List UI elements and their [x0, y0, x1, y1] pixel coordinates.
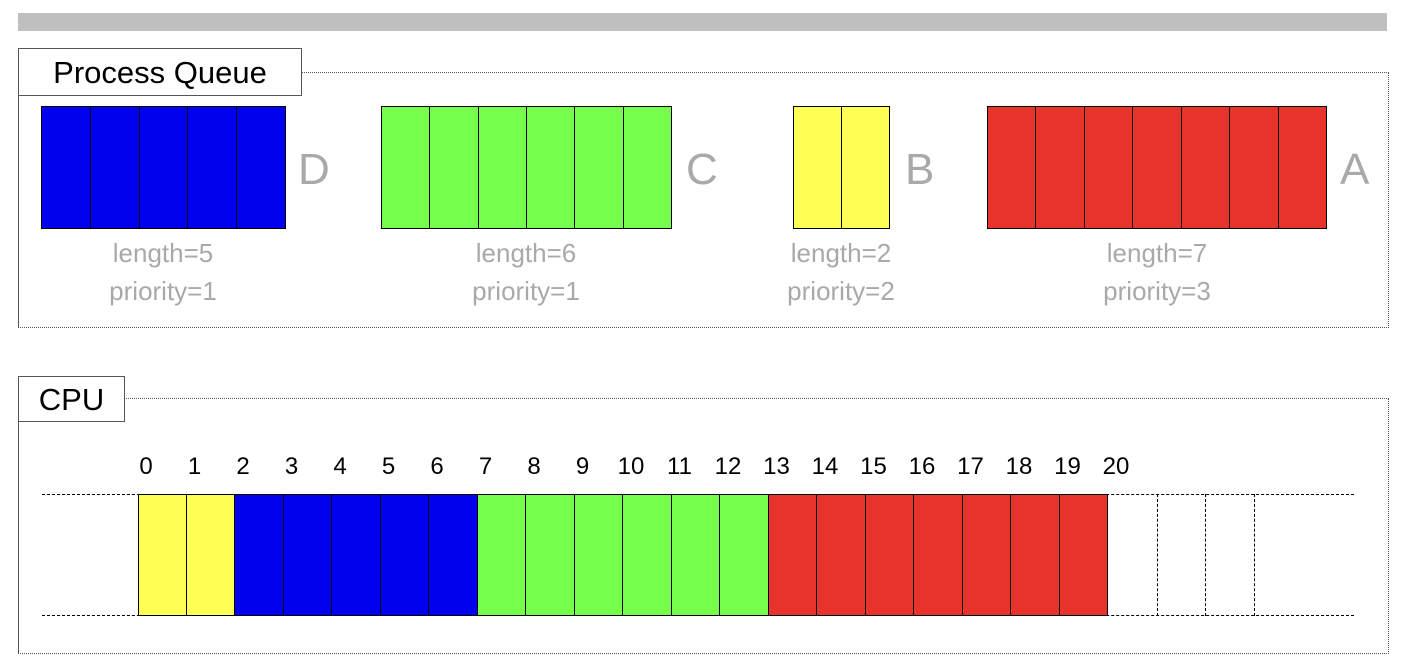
time-slot-c	[623, 494, 672, 616]
time-slot-b	[138, 494, 187, 616]
cpu-title: CPU	[18, 376, 125, 422]
process-a-unit	[1278, 107, 1326, 228]
time-tick-label: 8	[527, 453, 541, 480]
time-slot-a	[914, 494, 963, 616]
time-slot-d	[283, 494, 332, 616]
time-tick-label: 12	[714, 453, 742, 480]
time-slot-a	[865, 494, 914, 616]
process-a-letter: A	[1340, 145, 1370, 194]
empty-slot	[1158, 494, 1206, 616]
process-c-info: length=6 priority=1	[426, 234, 626, 310]
time-slot-a	[962, 494, 1011, 616]
time-tick-label: 11	[667, 453, 692, 480]
time-tick-label: 4	[333, 453, 347, 480]
process-b-length: length=2	[790, 238, 892, 268]
time-tick-label: 6	[430, 453, 444, 480]
time-tick-label: 20	[1102, 453, 1130, 480]
time-slot-c	[526, 494, 575, 616]
process-a-unit	[1181, 107, 1231, 228]
time-slot-c	[671, 494, 720, 616]
time-tick-label: 7	[478, 453, 493, 480]
time-slot-a	[1011, 494, 1060, 616]
process-a-unit	[1133, 107, 1182, 228]
time-tick-label: 15	[860, 453, 887, 480]
empty-slot	[1108, 494, 1158, 616]
process-d-unit	[139, 107, 189, 228]
process-d-priority: priority=1	[109, 276, 217, 306]
time-slot-c	[574, 494, 623, 616]
time-tick-label: 5	[381, 453, 396, 480]
time-tick-label: 0	[139, 453, 153, 480]
process-b-letter: B	[905, 145, 935, 194]
time-slot-d	[380, 494, 429, 616]
process-c-letter: C	[686, 145, 718, 194]
process-a-unit	[1084, 107, 1134, 228]
time-tick-label: 9	[575, 453, 590, 480]
cpu-timeline	[138, 494, 1108, 616]
process-b-unit	[794, 107, 842, 228]
process-d-block	[41, 106, 286, 229]
process-queue-title: Process Queue	[18, 48, 302, 96]
process-d-letter: D	[298, 145, 330, 194]
process-b-info: length=2 priority=2	[741, 234, 941, 310]
time-tick-label: 1	[187, 453, 202, 480]
process-a-info: length=7 priority=3	[1057, 234, 1257, 310]
process-c-unit	[478, 107, 527, 228]
time-slot-a	[817, 494, 866, 616]
process-c-length: length=6	[475, 238, 577, 268]
time-slot-c	[477, 494, 526, 616]
time-tick-label: 2	[236, 453, 250, 480]
process-c-priority: priority=1	[472, 276, 580, 306]
process-d-unit	[237, 107, 285, 228]
process-c-block	[381, 106, 672, 229]
process-b-unit	[842, 107, 889, 228]
time-tick-label: 17	[957, 453, 984, 480]
process-c-unit	[430, 107, 479, 228]
process-d-info: length=5 priority=1	[63, 234, 263, 310]
time-tick-label: 14	[811, 453, 839, 480]
process-b-priority: priority=2	[787, 276, 895, 306]
process-a-block	[987, 106, 1327, 229]
process-a-unit	[988, 107, 1037, 228]
process-queue-panel	[18, 72, 1389, 328]
time-tick-label: 3	[284, 453, 299, 480]
process-a-unit	[1230, 107, 1279, 228]
time-tick-label: 19	[1054, 453, 1081, 480]
time-slot-b	[186, 494, 235, 616]
process-c-unit	[382, 107, 431, 228]
process-b-block	[793, 106, 890, 229]
process-a-unit	[1036, 107, 1085, 228]
time-tick-label: 10	[617, 453, 645, 480]
time-slot-c	[720, 494, 769, 616]
process-a-length: length=7	[1106, 238, 1208, 268]
empty-slot	[1206, 494, 1255, 616]
process-c-unit	[526, 107, 576, 228]
process-d-unit	[42, 107, 91, 228]
time-tick-label: 16	[908, 453, 936, 480]
process-d-length: length=5	[112, 238, 214, 268]
time-slot-a	[1059, 494, 1108, 616]
time-tick-label: 13	[763, 453, 790, 480]
time-slot-d	[235, 494, 284, 616]
process-d-unit	[188, 107, 238, 228]
process-c-unit	[623, 107, 671, 228]
time-slot-a	[768, 494, 817, 616]
process-c-unit	[575, 107, 624, 228]
process-a-priority: priority=3	[1103, 276, 1211, 306]
time-slot-d	[429, 494, 478, 616]
top-bar	[18, 13, 1387, 31]
time-tick-label: 18	[1005, 453, 1033, 480]
time-slot-d	[332, 494, 381, 616]
process-d-unit	[90, 107, 140, 228]
cpu-panel	[18, 398, 1389, 654]
